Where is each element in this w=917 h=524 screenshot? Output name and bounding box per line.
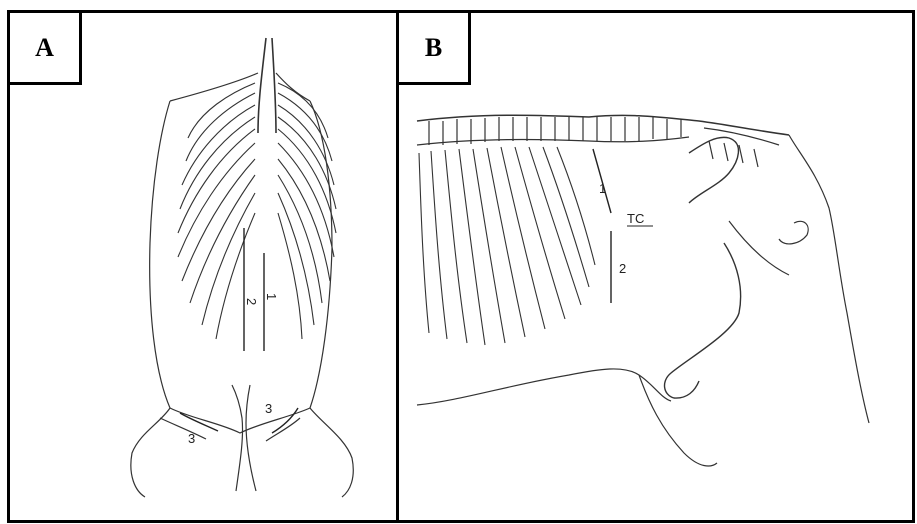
label-flank-right: 3 bbox=[265, 401, 272, 416]
femur bbox=[665, 243, 741, 398]
rib-cage bbox=[419, 147, 595, 345]
body-outline bbox=[131, 101, 170, 497]
right-rib-cage bbox=[278, 83, 336, 339]
panel-tag-a: A bbox=[10, 13, 82, 85]
lateral-anatomy-drawing: 1 TC 2 bbox=[399, 13, 912, 520]
dorsal-anatomy-drawing: 2 1 3 3 bbox=[10, 13, 396, 520]
spine bbox=[417, 115, 789, 135]
panel-tag-b: B bbox=[399, 13, 471, 85]
label-tc: TC bbox=[627, 211, 644, 226]
panel-a: 2 1 3 3 A bbox=[7, 10, 399, 523]
label-line-2: 2 bbox=[619, 261, 626, 276]
body-outline bbox=[417, 369, 671, 405]
label-flank-left: 3 bbox=[188, 431, 195, 446]
spine bbox=[258, 38, 276, 133]
label-line-1: 1 bbox=[599, 181, 606, 196]
panel-b: 1 TC 2 B bbox=[396, 10, 915, 523]
flank-incision-left bbox=[180, 413, 218, 431]
label-line-1: 1 bbox=[264, 293, 279, 300]
label-line-2: 2 bbox=[244, 298, 259, 305]
